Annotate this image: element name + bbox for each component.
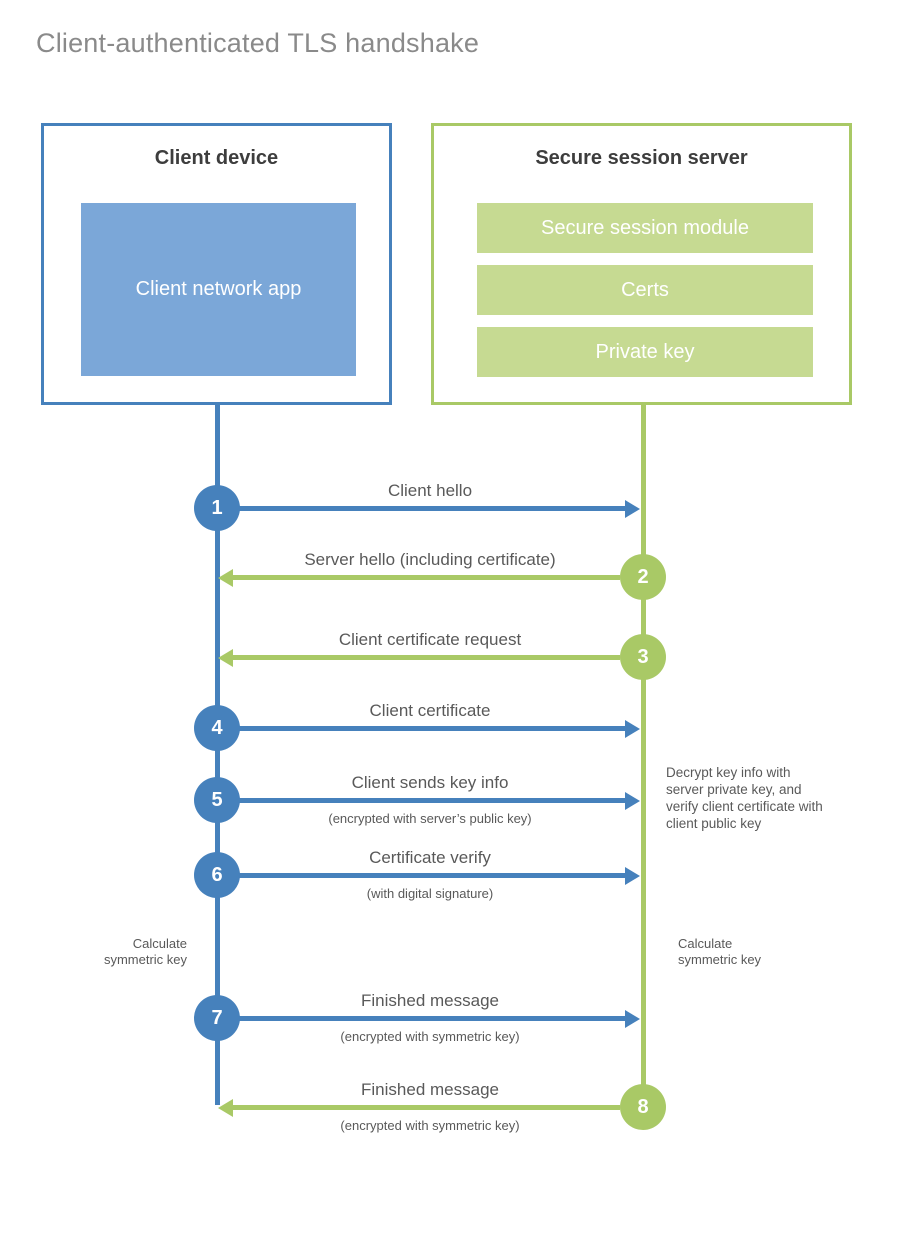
arrowhead-icon: [218, 568, 233, 587]
client-lifeline: [215, 405, 220, 1105]
message-label: Finished message: [361, 991, 499, 1010]
message-label: Client certificate: [369, 701, 491, 720]
page-title: Client-authenticated TLS handshake: [36, 28, 480, 58]
client-network-app-label: Client network app: [135, 278, 302, 300]
message-sublabel: (encrypted with symmetric key): [340, 1029, 520, 1044]
arrowhead-icon: [625, 719, 640, 738]
decrypt-key-note: Decrypt key info with server private key…: [666, 765, 823, 831]
arrowhead-icon: [625, 866, 640, 885]
message-label: Client sends key info: [351, 773, 509, 792]
server-lifeline: [641, 405, 646, 1107]
message-label: Client hello: [387, 481, 473, 500]
step-circle-3: 3: [620, 634, 666, 680]
secure-session-server-title: Secure session server: [535, 147, 748, 169]
calculate-symmetric-key-note-server: Calculate symmetric key: [678, 936, 762, 967]
calculate-symmetric-key-note-client: Calculate symmetric key: [103, 936, 187, 967]
message-label: Finished message: [361, 1080, 499, 1099]
arrow-right-icon: [220, 719, 640, 738]
step-circle-8: 8: [620, 1084, 666, 1130]
step-circle-1: 1: [194, 485, 240, 531]
arrowhead-icon: [218, 648, 233, 667]
server-module-secure-session: Secure session module: [477, 203, 813, 253]
arrowhead-icon: [625, 791, 640, 810]
secure-session-server-box: Secure session server Secure session mod…: [431, 123, 852, 405]
step-circle-7: 7: [194, 995, 240, 1041]
message-sublabel: (encrypted with symmetric key): [340, 1118, 520, 1133]
message-sublabel: (encrypted with server’s public key): [328, 811, 532, 826]
client-device-box: Client device Client network app: [41, 123, 392, 405]
client-network-app-box: Client network app: [81, 203, 356, 376]
step-circle-4: 4: [194, 705, 240, 751]
message-label: Certificate verify: [369, 848, 491, 867]
arrow-right-icon: [220, 1009, 640, 1028]
step-circle-6: 6: [194, 852, 240, 898]
arrowhead-icon: [625, 1009, 640, 1028]
message-label: Client certificate request: [338, 630, 522, 649]
arrow-left-icon: [218, 648, 620, 667]
step-circle-5: 5: [194, 777, 240, 823]
client-device-title: Client device: [154, 147, 279, 169]
server-module-certs: Certs: [477, 265, 813, 315]
arrow-right-icon: [220, 499, 640, 518]
arrow-left-icon: [218, 568, 620, 587]
server-module-private-key: Private key: [477, 327, 813, 377]
arrowhead-icon: [218, 1098, 233, 1117]
arrowhead-icon: [625, 499, 640, 518]
arrow-right-icon: [220, 866, 640, 885]
arrow-right-icon: [220, 791, 640, 810]
message-label: Server hello (including certificate): [304, 550, 556, 569]
message-sublabel: (with digital signature): [366, 886, 494, 901]
arrow-left-icon: [218, 1098, 620, 1117]
step-circle-2: 2: [620, 554, 666, 600]
